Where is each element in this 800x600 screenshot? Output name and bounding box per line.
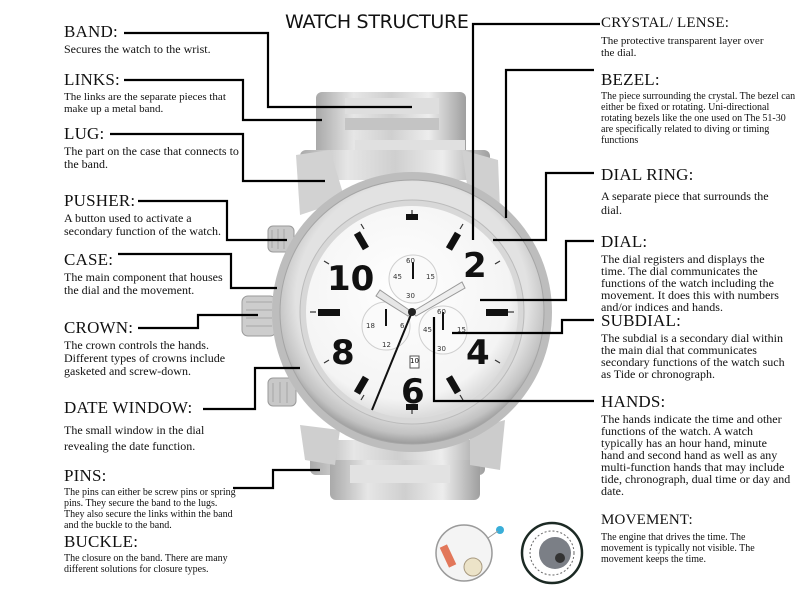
label-description: The part on the case that connects to th…: [64, 144, 239, 171]
subdial-right: [418, 305, 468, 355]
label-heading: BUCKLE:: [64, 532, 139, 551]
minute-ticks: [310, 210, 514, 414]
label-subdial: SUBDIAL: The subdial is a secondary dial…: [601, 311, 786, 380]
label-heading: HANDS:: [601, 392, 666, 411]
subdial-top-45: 45: [393, 273, 402, 281]
leader-lines: [110, 22, 600, 490]
label-description: The small window in the dial revealing t…: [64, 423, 205, 453]
label-description: The crown controls the hands. Different …: [64, 338, 226, 378]
hour-indices: [318, 214, 508, 410]
band-top: [300, 92, 490, 180]
label-band: BAND: Secures the watch to the wrist.: [64, 22, 264, 56]
dial-numeral-8: 8: [331, 333, 355, 373]
label-description: The closure on the band. There are many …: [64, 553, 228, 575]
label-buckle: BUCKLE: The closure on the band. There a…: [64, 532, 234, 575]
label-description: A button used to activate a secondary fu…: [64, 211, 221, 238]
movement-image-1: [435, 524, 504, 582]
label-description: Secures the watch to the wrist.: [64, 42, 211, 56]
label-pusher: PUSHER: A button used to activate a seco…: [64, 191, 229, 238]
subdial-left-12: 12: [382, 341, 391, 349]
subdial-top-30: 30: [406, 292, 415, 300]
date-window: [409, 355, 420, 369]
label-heading: SUBDIAL:: [601, 311, 681, 330]
subdial-right-15: 15: [457, 326, 466, 334]
label-crown: CROWN: The crown controls the hands. Dif…: [64, 318, 234, 378]
label-heading: MOVEMENT:: [601, 512, 693, 528]
subdial-left-6: 6: [400, 322, 405, 330]
label-heading: LUG:: [64, 124, 105, 143]
hands: [371, 281, 466, 411]
label-description: The main component that houses the dial …: [64, 270, 223, 297]
dial-numeral-6: 6: [401, 372, 425, 412]
label-description: The subdial is a secondary dial within t…: [601, 331, 785, 381]
subdial-top-60: 60: [406, 257, 415, 265]
dial-numeral-4: 4: [466, 333, 490, 373]
label-links: LINKS: The links are the separate pieces…: [64, 70, 234, 115]
label-description: The links are the separate pieces that m…: [64, 91, 226, 115]
subdial-left-18: 18: [366, 322, 375, 330]
label-date-window: DATE WINDOW: The small window in the dia…: [64, 398, 234, 454]
label-heading: DATE WINDOW:: [64, 398, 193, 417]
label-dial: DIAL: The dial registers and displays th…: [601, 232, 786, 313]
label-description: The pins can either be screw pins or spr…: [64, 487, 236, 531]
label-case: CASE: The main component that houses the…: [64, 250, 239, 297]
pusher-bottom: [267, 377, 297, 407]
label-hands: HANDS: The hands indicate the time and o…: [601, 392, 791, 497]
label-crystal: CRYSTAL/ LENSE: The protective transpare…: [601, 14, 771, 59]
label-heading: BEZEL:: [601, 70, 660, 89]
crown: [241, 295, 277, 337]
label-dial-ring: DIAL RING: A separate piece that surroun…: [601, 165, 781, 217]
movement-image-2: [520, 521, 584, 585]
label-heading: PUSHER:: [64, 191, 136, 210]
label-heading: DIAL:: [601, 232, 648, 251]
label-description: The piece surrounding the crystal. The b…: [601, 91, 796, 146]
date-digit: 10: [410, 357, 419, 365]
label-heading: CASE:: [64, 250, 114, 269]
label-heading: CRYSTAL/ LENSE:: [601, 15, 730, 31]
label-description: A separate piece that surrounds the dial…: [601, 189, 769, 217]
label-movement: MOVEMENT: The engine that drives the tim…: [601, 511, 781, 565]
label-heading: DIAL RING:: [601, 165, 694, 184]
label-heading: BAND:: [64, 22, 118, 41]
label-description: The protective transparent layer over th…: [601, 35, 764, 59]
label-description: The dial registers and displays the time…: [601, 252, 779, 314]
subdial-top-15: 15: [426, 273, 435, 281]
label-description: The hands indicate the time and other fu…: [601, 412, 791, 498]
subdial-top: [388, 254, 438, 304]
label-heading: LINKS:: [64, 70, 120, 89]
subdial-right-45: 45: [423, 326, 432, 334]
label-heading: CROWN:: [64, 318, 134, 337]
subdial-right-60: 60: [437, 308, 446, 316]
dial-numeral-2: 2: [463, 246, 487, 286]
label-bezel: BEZEL: The piece surrounding the crystal…: [601, 70, 796, 146]
subdial-right-30: 30: [437, 345, 446, 353]
label-pins: PINS: The pins can either be screw pins …: [64, 466, 239, 531]
diagram-title: WATCH STRUCTURE: [285, 11, 469, 33]
dial-numeral-10: 10: [327, 259, 375, 299]
label-description: The engine that drives the time. The mov…: [601, 532, 755, 565]
label-heading: PINS:: [64, 466, 107, 485]
label-lug: LUG: The part on the case that connects …: [64, 124, 239, 171]
